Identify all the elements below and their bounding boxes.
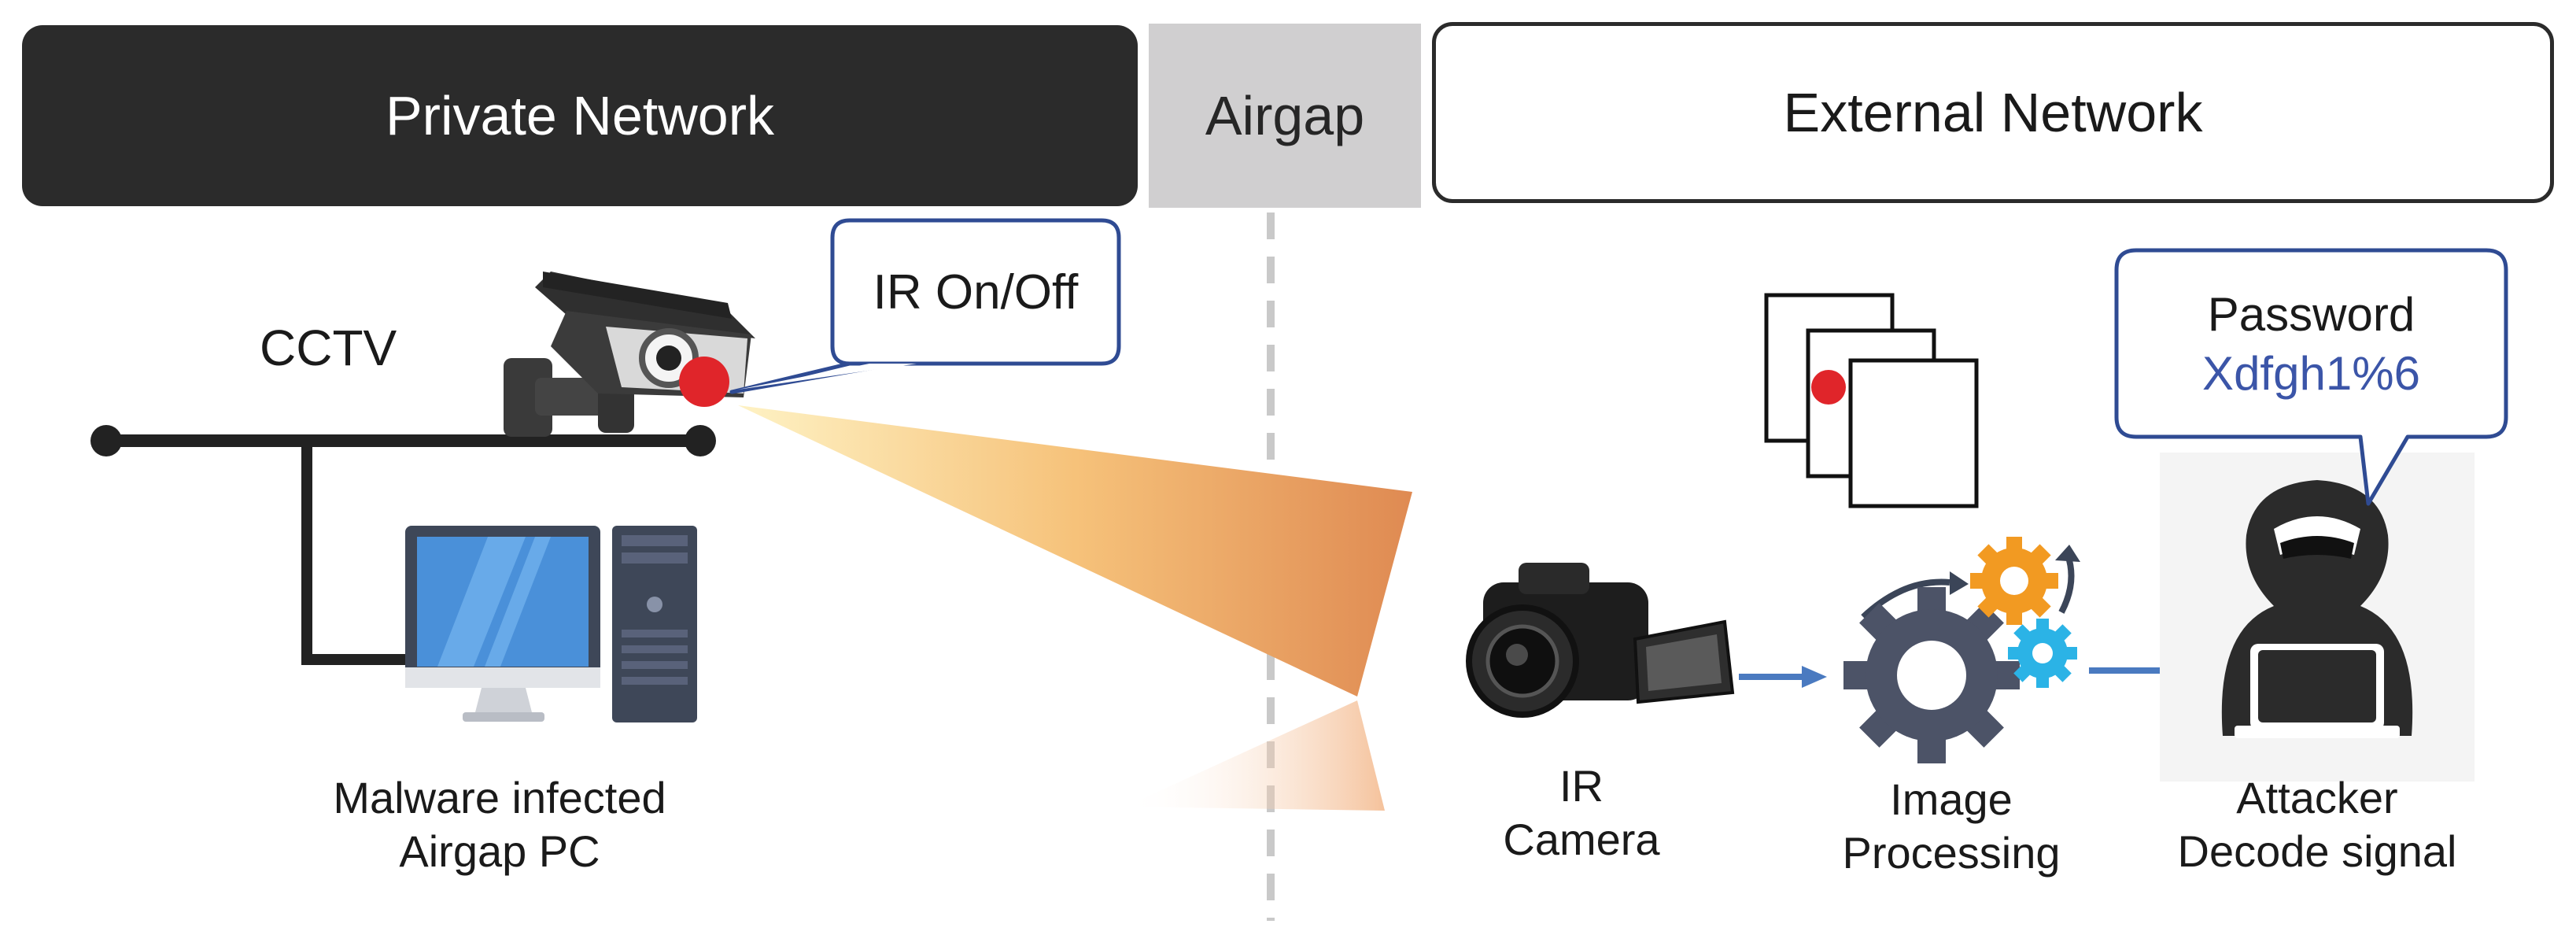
external-network-header: External Network [1432, 22, 2554, 203]
password-bubble [2114, 248, 2508, 506]
ir-camera-label-line2: Camera [1503, 815, 1660, 864]
password-title: Password [2207, 288, 2415, 341]
attacker-label-line1: Attacker [2236, 773, 2398, 822]
image-frames-icon [1764, 293, 1979, 508]
pc-label-line1: Malware infected [333, 773, 666, 822]
hacker-icon [2221, 480, 2413, 738]
airgap-header: Airgap [1149, 24, 1421, 208]
ir-beam [738, 405, 1412, 697]
password-value: Xdfgh1%6 [2202, 347, 2420, 400]
private-network-title: Private Network [385, 85, 775, 146]
image-processing-label-line1: Image [1890, 774, 2013, 824]
pc-label: Malware infected Airgap PC [268, 771, 732, 878]
arrow-camera-to-processing [1739, 666, 1827, 688]
image-processing-label: Image Processing [1810, 773, 2093, 880]
ir-toggle-bubble [729, 218, 1121, 394]
airgap-title: Airgap [1205, 85, 1365, 146]
pc-label-line2: Airgap PC [399, 826, 600, 876]
monitor-icon [405, 526, 600, 722]
pc-tower-icon [612, 526, 697, 722]
cctv-camera-icon [504, 272, 755, 437]
gears-icon [1843, 537, 2080, 763]
attacker-label-line2: Decode signal [2177, 826, 2457, 876]
network-cable [90, 425, 716, 665]
ir-camera-label-line1: IR [1559, 761, 1604, 811]
attacker-label: Attacker Decode signal [2156, 771, 2478, 878]
ir-beam-reflection [1125, 700, 1385, 811]
external-network-title: External Network [1783, 82, 2203, 143]
ir-toggle-text: IR On/Off [873, 265, 1079, 320]
cctv-label: CCTV [260, 320, 397, 376]
private-network-header: Private Network [22, 25, 1138, 206]
dslr-camera-icon [1466, 563, 1735, 718]
image-processing-label-line2: Processing [1842, 828, 2061, 878]
ir-camera-label: IR Camera [1463, 759, 1699, 867]
